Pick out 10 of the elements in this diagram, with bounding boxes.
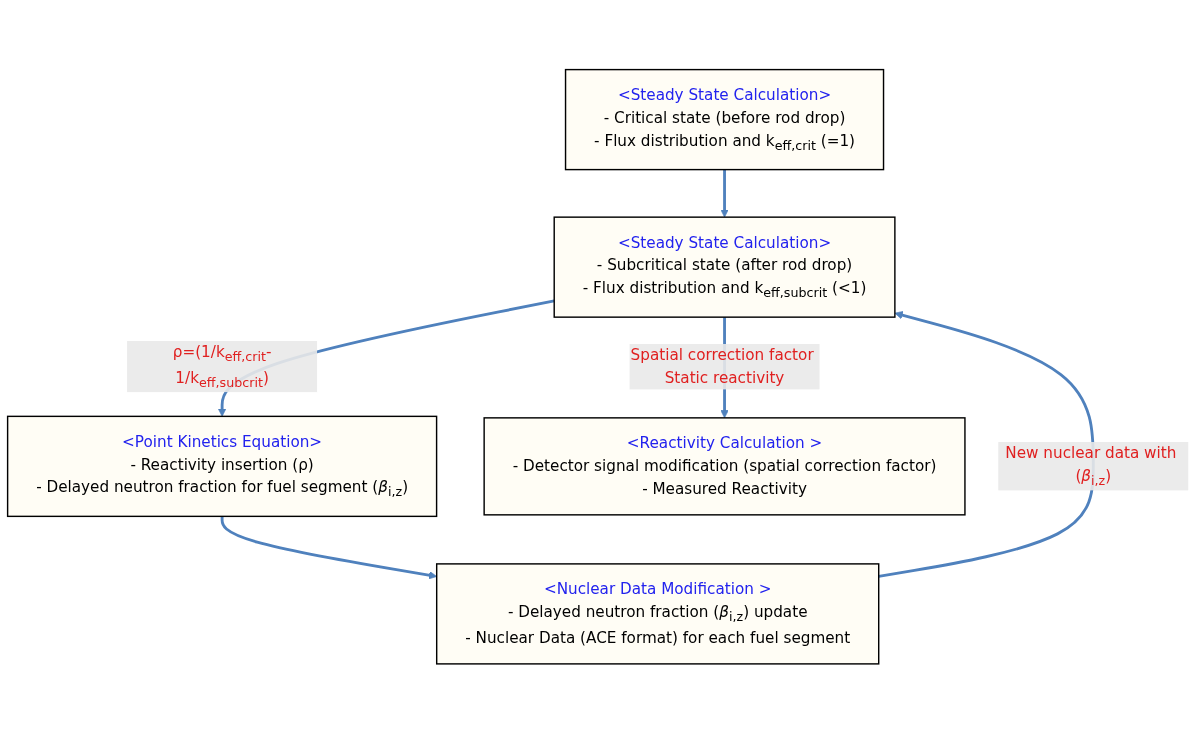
arrow — [878, 310, 1095, 578]
node-box: <Point Kinetics Equation> - Reactivity insertion (ρ) - Delayed neutron fraction for fuel segment (β$_{i,z}$) — [6, 415, 438, 517]
node-box: <Steady State Calculation> - Subcritical state (after rod drop) - Flux distribution and k$_{eff,subcrit}$ (<1) — [553, 216, 896, 318]
node-box: <Reactivity Calculation > - Detector signal modification (spatial correction factor) - Measured Reactivity — [483, 416, 966, 516]
edge-label: ρ=(1/k$_{eff,crit}$-1/k$_{eff,subcrit}$) — [172, 342, 272, 390]
arrow — [720, 169, 729, 218]
edge-label: Spatial correction factor Static reactivity — [630, 345, 814, 387]
node-box: <Steady State Calculation> - Critical state (before rod drop) - Flux distribution and k$_{eff,crit}$ (=1) — [564, 68, 885, 171]
node-box: <Nuclear Data Modification > - Delayed neutron fraction (β$_{i,z}$) update - Nuclear Data (ACE format) for each fuel segment — [435, 562, 880, 665]
edge-label: New nuclear data with (β$_{i,z}$) — [1005, 443, 1177, 488]
